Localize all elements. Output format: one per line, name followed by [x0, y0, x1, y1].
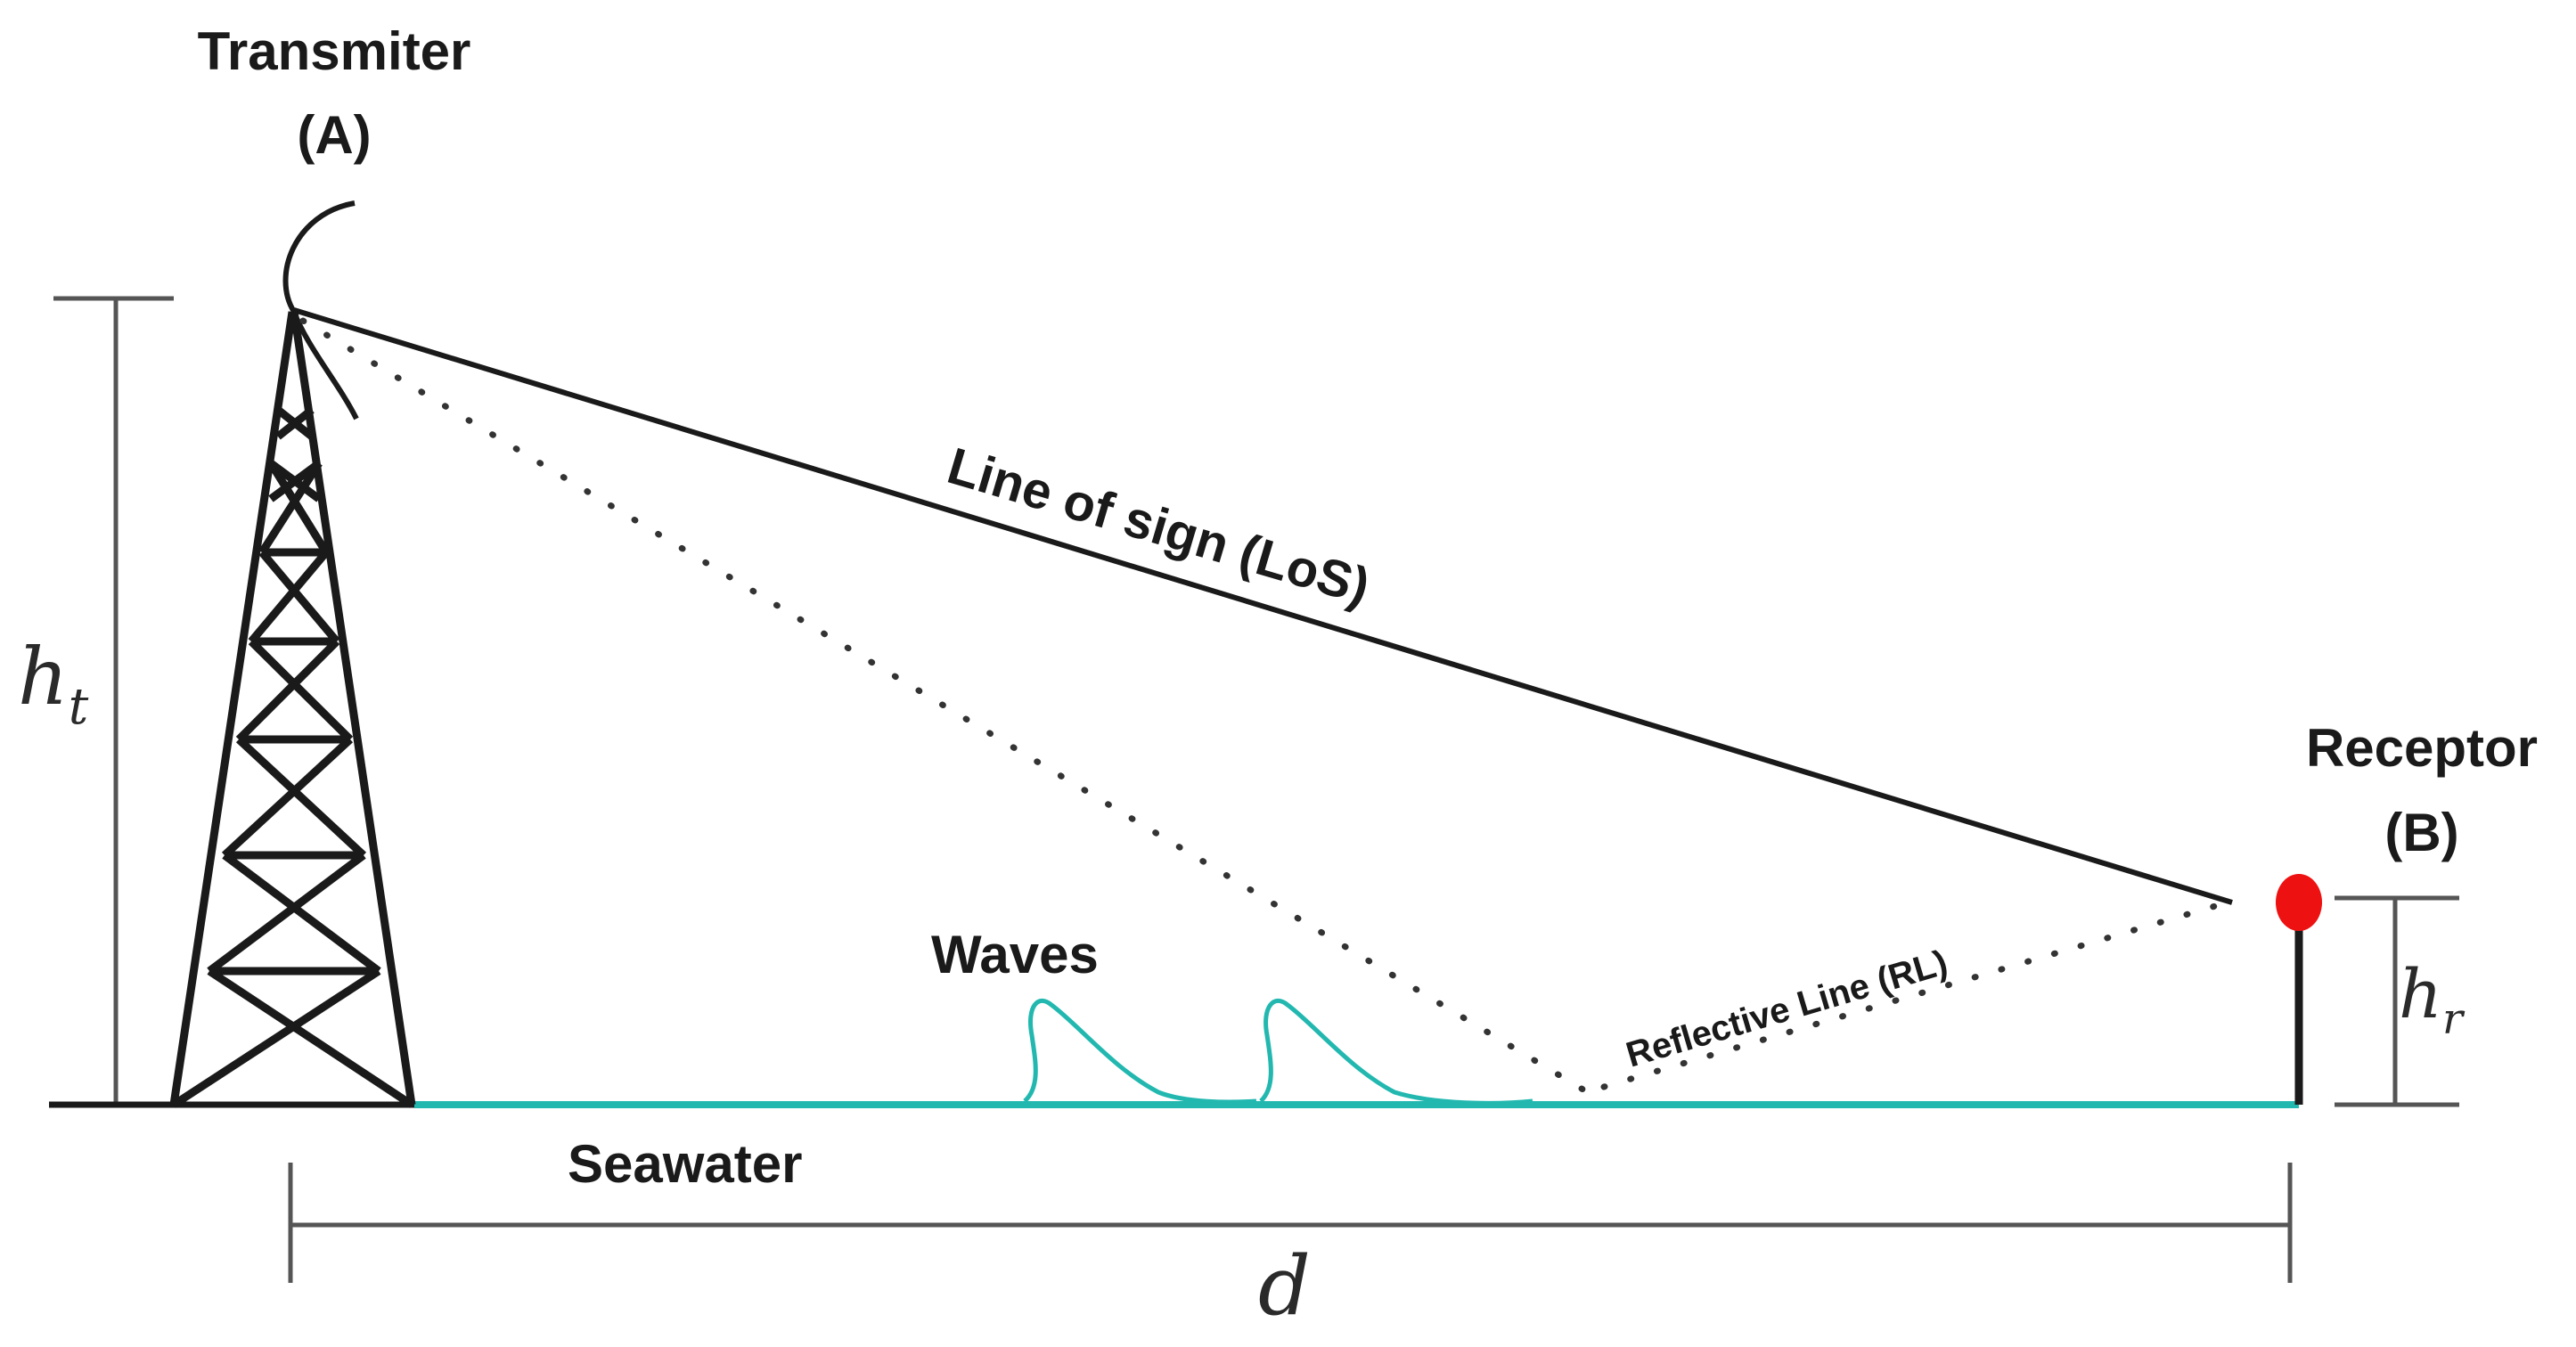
- reflective-path-reflected: [1600, 896, 2240, 1090]
- receptor-id-label: (B): [2384, 803, 2458, 862]
- line-of-sight: [293, 307, 2233, 905]
- transmitter-height-dimension: [53, 296, 174, 1103]
- reflective-path-incident: [299, 317, 1590, 1095]
- reflective-line-label: Reflective Line (RL): [1622, 943, 1952, 1074]
- waves-label: Waves: [931, 925, 1099, 984]
- lattice-tower-icon: [169, 311, 416, 1108]
- transmitter-id-label: (A): [297, 105, 371, 165]
- waves-shape: [1023, 998, 1533, 1106]
- seawater-label: Seawater: [568, 1134, 803, 1194]
- transmitter-height-label: ht: [18, 631, 89, 736]
- receptor-label: Receptor: [2306, 718, 2538, 778]
- distance-dimension: [288, 1163, 2293, 1283]
- receiver-height-label: hr: [2399, 954, 2466, 1044]
- receiver-height-dimension: [2335, 895, 2459, 1107]
- transmitter-label: Transmiter: [198, 21, 471, 81]
- receiver-antenna-icon: [2276, 874, 2322, 1105]
- distance-label: d: [1258, 1238, 1311, 1334]
